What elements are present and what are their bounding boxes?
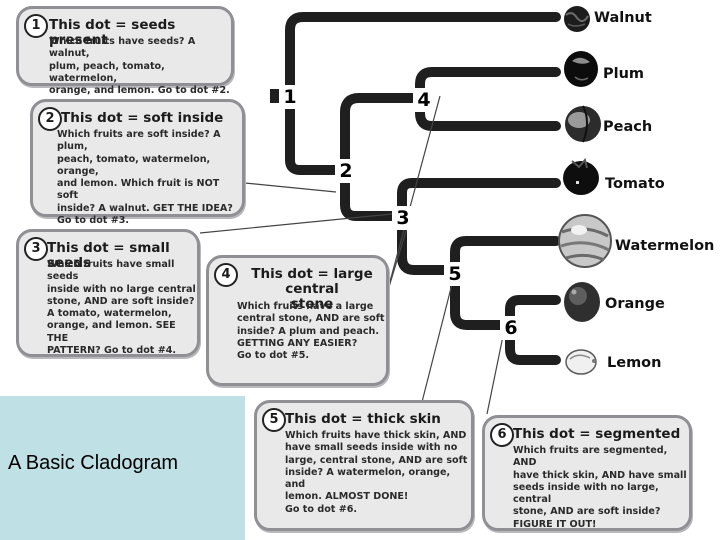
panel-number-1: 1 xyxy=(24,14,48,38)
tomato-image xyxy=(563,157,599,195)
panel-number-5: 5 xyxy=(262,408,286,432)
panel-title-6: This dot = segmented xyxy=(513,426,681,442)
panel-title-3: This dot = small seeds xyxy=(47,240,170,271)
fruit-label-orange: Orange xyxy=(605,296,665,312)
panel-body-4: Which fruits have a large central stone,… xyxy=(237,301,385,362)
caption-title: A Basic Cladogram xyxy=(8,452,179,474)
info-panel-3: 3 This dot = small seeds Which fruits ha… xyxy=(16,229,200,357)
peach-image xyxy=(565,105,601,143)
info-panel-4: 4 This dot = large central stone Which f… xyxy=(206,255,389,386)
panel-number-6: 6 xyxy=(490,423,514,447)
walnut-image xyxy=(564,6,590,32)
panel-body-6: Which fruits are segmented, AND have thi… xyxy=(513,445,687,530)
info-panel-1: 1 This dot = seeds present Which fruits … xyxy=(16,6,234,96)
panel-title-2: This dot = soft inside xyxy=(61,110,224,126)
info-panel-6: 6 This dot = segmented Which fruits are … xyxy=(482,415,692,531)
panel-number-4: 4 xyxy=(214,263,238,287)
fruit-label-tomato: Tomato xyxy=(605,176,665,192)
node-dot-1: 1 xyxy=(279,85,301,109)
panel-number-3: 3 xyxy=(24,237,48,261)
lemon-image xyxy=(565,349,597,375)
fruit-label-lemon: Lemon xyxy=(607,355,662,371)
watermelon-image xyxy=(558,214,612,268)
panel-title-5: This dot = thick skin xyxy=(285,411,441,427)
panel-body-3: Which fruits have small seeds inside wit… xyxy=(47,259,196,357)
node-dot-5: 5 xyxy=(444,262,466,286)
fruit-label-walnut: Walnut xyxy=(594,10,652,26)
orange-image xyxy=(564,282,600,322)
panel-body-1: Which fruits have seeds? A walnut, plum,… xyxy=(49,36,230,97)
node-dot-2: 2 xyxy=(335,159,357,183)
panel-body-5: Which fruits have thick skin, AND have s… xyxy=(285,430,468,515)
info-panel-2: 2 This dot = soft inside Which fruits ar… xyxy=(30,99,245,226)
fruit-label-peach: Peach xyxy=(603,119,653,135)
panel-number-2: 2 xyxy=(38,107,62,131)
caption-background xyxy=(0,396,245,540)
fruit-label-watermelon: Watermelon xyxy=(615,238,715,254)
node-dot-4: 4 xyxy=(413,88,435,112)
panel-title-4: This dot = large central stone xyxy=(251,266,373,312)
panel-title-1: This dot = seeds present xyxy=(49,17,176,48)
info-panel-5: 5 This dot = thick skin Which fruits hav… xyxy=(254,400,474,531)
plum-image xyxy=(564,51,598,87)
fruit-label-plum: Plum xyxy=(603,66,645,82)
node-dot-3: 3 xyxy=(392,206,414,230)
connector-lines xyxy=(199,95,504,415)
panel-body-2: Which fruits are soft inside? A plum, pe… xyxy=(57,129,233,227)
node-dot-6: 6 xyxy=(500,316,522,340)
cladogram-branches xyxy=(285,12,561,365)
